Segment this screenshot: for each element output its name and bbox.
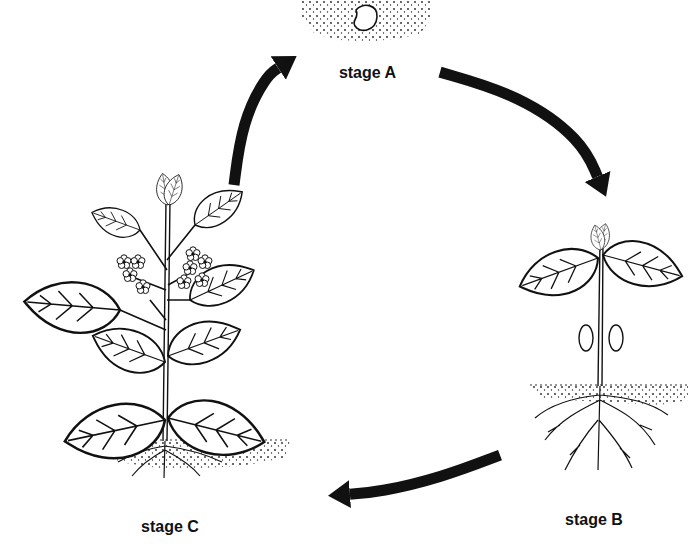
stage-label: stage C — [141, 517, 199, 536]
seedling — [513, 222, 688, 470]
leaf — [182, 253, 261, 316]
flower-cluster — [117, 247, 212, 294]
leaf — [87, 201, 144, 244]
flowering-plant — [22, 172, 290, 478]
seed — [354, 5, 377, 30]
stage-region: stage B — [500, 195, 688, 535]
seed-in-soil — [300, 0, 432, 42]
leaf — [186, 179, 250, 237]
roots — [535, 386, 668, 470]
cotyledon — [579, 325, 593, 351]
soil — [530, 385, 688, 405]
leaf — [22, 278, 122, 336]
cotyledon — [609, 325, 623, 351]
leaf — [588, 224, 607, 252]
stem — [598, 240, 603, 386]
leaf — [598, 233, 688, 295]
stage-region: stage A — [295, 0, 440, 88]
branches — [120, 225, 195, 330]
stem — [163, 200, 170, 441]
leaf — [161, 172, 187, 208]
stage-label: stage B — [565, 510, 623, 529]
soil-line — [530, 385, 688, 386]
cycle-arrow — [234, 68, 278, 185]
cycle-arrow — [350, 455, 500, 494]
leaf — [162, 391, 271, 465]
leaf — [513, 239, 606, 308]
cycle-arrow — [440, 72, 597, 176]
leaf — [161, 310, 247, 374]
stage-label: stage A — [339, 63, 396, 82]
leaf — [60, 395, 171, 469]
stage-region: stage C — [10, 185, 330, 542]
soil — [300, 0, 432, 42]
